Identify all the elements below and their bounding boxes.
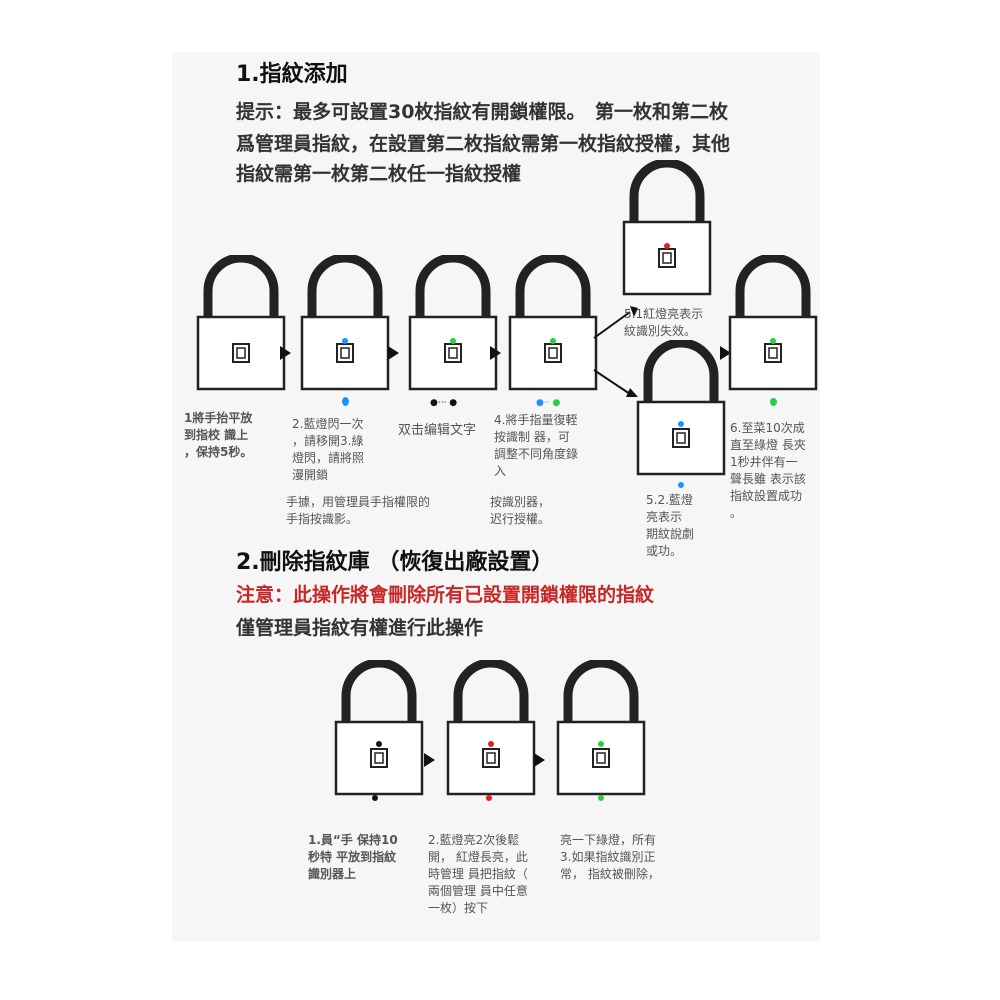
lock-icon-step2 xyxy=(300,255,390,395)
step2-text: 2.藍燈閃一次，請移開3.綠燈閃，請將照漫開鎖 xyxy=(292,417,365,482)
blue-led-bottom-icon xyxy=(342,397,349,406)
lock-icon-reset3 xyxy=(556,660,646,800)
lock-icon-step6 xyxy=(728,255,818,395)
black-led-icon xyxy=(376,741,382,747)
section2-title: 2.刪除指紋庫 （恢復出廠設置） xyxy=(236,550,554,575)
step4b-text: 按識別器，迟行授權。 xyxy=(490,495,551,526)
step2b-text: 手據，用管理員手指權限的手指按識影。 xyxy=(286,495,431,526)
arrow-right-icon xyxy=(490,346,501,360)
dots-indicator-icon: ●·· ● xyxy=(536,398,561,408)
arrow-right-icon xyxy=(280,346,291,360)
red-led-icon xyxy=(488,741,494,747)
section1-title: 1.指紋添加 xyxy=(236,62,348,87)
step1-text: 1將手抬平放到指校 識上，保持5秒。 xyxy=(184,411,253,459)
warning-text: 注意：此操作將會刪除所有已設置開鎖權限的指紋 xyxy=(236,584,655,606)
green-led-icon xyxy=(770,338,776,344)
blue-led-bottom-icon xyxy=(678,482,684,488)
branch-arrows-icon xyxy=(593,306,638,397)
green-led-icon xyxy=(450,338,456,344)
red-led-bottom-icon xyxy=(486,795,492,801)
lock-icon-step51 xyxy=(622,160,712,300)
step52-text: 5.2.藍燈亮表示期紋說劇或功。 xyxy=(646,493,695,558)
lock-icon-step4 xyxy=(508,255,598,395)
arrow-right-icon xyxy=(388,346,399,360)
green-led-icon xyxy=(598,741,604,747)
blue-led-icon xyxy=(678,421,684,427)
lock-icon-reset2 xyxy=(446,660,536,800)
tip-line-3: 指紋需第一枚第二枚任一指紋授權 xyxy=(236,163,522,185)
dots-indicator-icon: ●··· ● xyxy=(430,398,458,408)
arrow-right-icon xyxy=(424,753,435,767)
arrow-right-icon xyxy=(534,753,545,767)
admin-note: 僅管理員指紋有權進行此操作 xyxy=(236,617,484,639)
green-led-bottom-icon xyxy=(598,795,604,801)
black-led-bottom-icon xyxy=(372,795,378,801)
lock-icon-step1 xyxy=(196,255,286,395)
lock-icon-step3 xyxy=(408,255,498,395)
blue-led-icon xyxy=(342,338,348,344)
arrow-right-icon xyxy=(720,346,731,360)
step4-text: 4.將手指量復輊按識制 器，可調整不同角度錄入 xyxy=(494,413,579,478)
step51-text: 5.1紅燈亮表示紋識別失效。 xyxy=(624,307,704,338)
tip-line-1: 提示：最多可設置30枚指紋有開鎖權限。 第一枚和第二枚 xyxy=(236,101,728,123)
reset-step2-text: 2.藍燈亮2次後鬆開， 紅燈長亮，此時管理 員把指紋（兩個管理 員中任意一枚）按… xyxy=(428,833,528,915)
edit-text-label[interactable]: 双击编辑文字 xyxy=(398,423,477,438)
lock-icon-step52 xyxy=(636,340,726,480)
tip-line-2: 爲管理員指紋，在設置第二枚指紋需第一枚指紋授權，其他 xyxy=(236,133,731,155)
green-led-bottom-icon xyxy=(770,398,777,406)
lock-icon-reset1 xyxy=(334,660,424,800)
red-led-icon xyxy=(664,243,670,249)
green-led-icon xyxy=(550,338,556,344)
